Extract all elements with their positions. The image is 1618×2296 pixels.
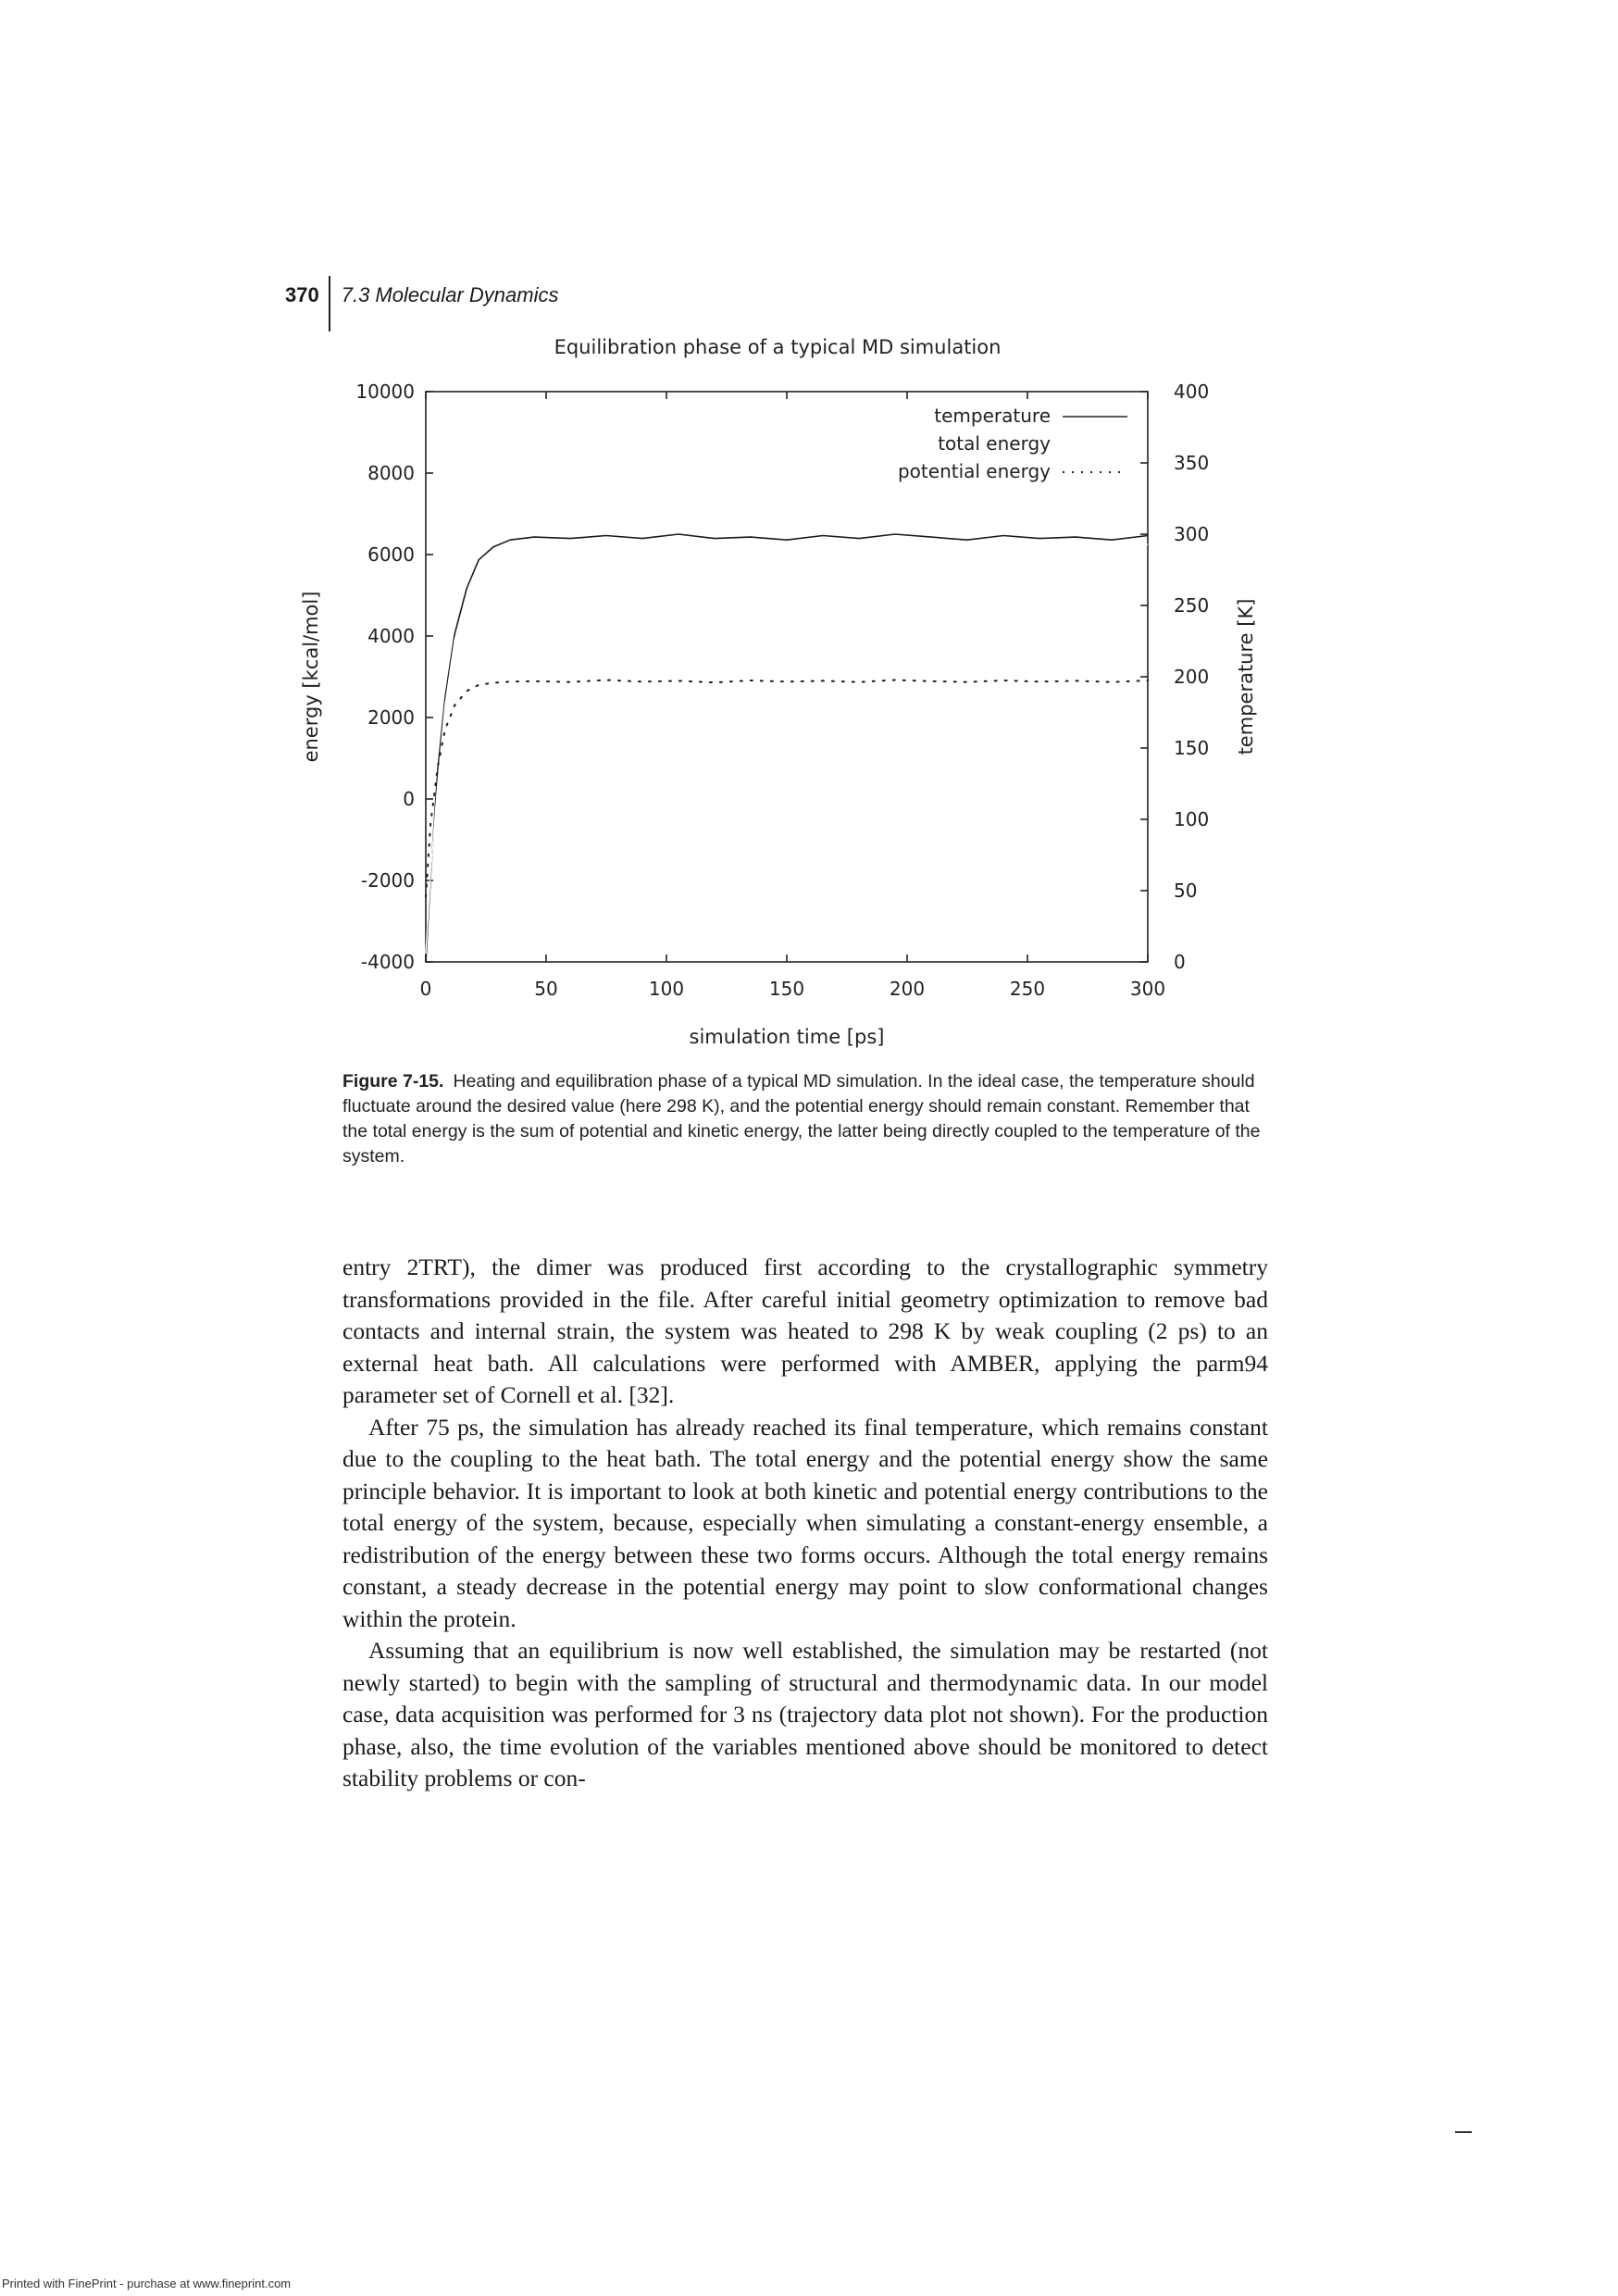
y2-tick-label: 50 [1174, 880, 1197, 902]
y2-tick-label: 200 [1174, 666, 1209, 688]
y2-tick-label: 100 [1174, 808, 1209, 830]
y-tick-label: 0 [403, 788, 415, 810]
footer-note: Printed with FinePrint - purchase at www… [2, 2277, 292, 2290]
figure-chart: Equilibration phase of a typical MD simu… [300, 336, 1257, 1048]
y-tick-label: 6000 [367, 543, 415, 566]
y2-axis-ticks: 400 350 300 250 200 150 100 50 0 [1140, 381, 1209, 973]
x-axis-label: simulation time [ps] [690, 1026, 885, 1048]
x-tick-label: 0 [420, 978, 432, 1000]
running-head: 7.3 Molecular Dynamics [341, 283, 559, 306]
caption-label: Figure 7-15. [342, 1071, 444, 1092]
y-tick-label: 10000 [355, 381, 415, 403]
y2-tick-label: 150 [1174, 737, 1209, 759]
figure-caption: Figure 7-15.Heating and equilibration ph… [342, 1069, 1268, 1169]
y-tick-label: 2000 [367, 706, 415, 729]
body-paragraph-3: Assuming that an equilibrium is now well… [342, 1637, 1268, 1791]
y-tick-label: 4000 [367, 625, 415, 647]
y-tick-label: -4000 [361, 951, 415, 973]
x-tick-label: 200 [890, 978, 925, 1000]
series-group [425, 533, 1149, 963]
y2-tick-label: 300 [1174, 523, 1209, 545]
body-paragraph-1: entry 2TRT), the dimer was produced firs… [342, 1254, 1268, 1408]
series-line-temperature [425, 533, 1149, 963]
page-header: 370 7.3 Molecular Dynamics [285, 276, 558, 331]
x-tick-label: 150 [769, 978, 804, 1000]
body-text: entry 2TRT), the dimer was produced firs… [342, 1252, 1268, 1795]
y2-tick-label: 350 [1174, 452, 1209, 474]
y-axis-ticks: 10000 8000 6000 4000 2000 0 -2000 -4000 [355, 381, 433, 973]
page-number: 370 [285, 276, 330, 331]
legend-label-total-energy: total energy [938, 432, 1051, 455]
x-tick-label: 250 [1010, 978, 1045, 1000]
y-tick-label: -2000 [361, 869, 415, 892]
legend-label-temperature: temperature [934, 405, 1051, 427]
y-tick-label: 8000 [367, 462, 415, 484]
series-line-total-energy [425, 542, 1149, 955]
caption-text: Heating and equilibration phase of a typ… [342, 1071, 1261, 1167]
y2-axis-label: temperature [K] [1235, 599, 1257, 755]
y2-tick-label: 0 [1174, 951, 1186, 973]
series-line-potential-energy [425, 679, 1149, 898]
y2-tick-label: 250 [1174, 594, 1209, 617]
x-axis-ticks: 0 50 100 150 200 250 300 [420, 392, 1165, 1000]
y-axis-label: energy [kcal/mol] [300, 592, 322, 763]
legend-label-potential-energy: potential energy [898, 460, 1051, 482]
margin-mark [1455, 2131, 1472, 2133]
x-tick-label: 300 [1130, 978, 1165, 1000]
body-paragraph-2: After 75 ps, the simulation has already … [342, 1413, 1268, 1632]
x-tick-label: 50 [534, 978, 557, 1000]
legend: temperature total energy potential energ… [898, 405, 1127, 482]
y2-tick-label: 400 [1174, 381, 1209, 403]
chart-title: Equilibration phase of a typical MD simu… [554, 336, 1002, 358]
x-tick-label: 100 [649, 978, 684, 1000]
